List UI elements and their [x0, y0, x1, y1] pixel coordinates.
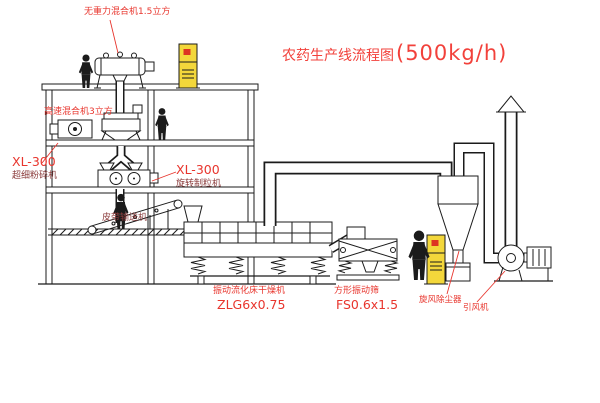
mixer2-body: [101, 118, 141, 132]
sieve-springs: [337, 260, 399, 274]
granulator-body: [97, 169, 151, 188]
mixer2-cone: [100, 130, 142, 141]
floor-slab-2: [45, 139, 255, 147]
cabinet-vents: [430, 261, 442, 271]
control-cabinet-right: [424, 234, 448, 285]
dryer-plenum: [183, 242, 333, 258]
leader-granulator: [151, 171, 177, 182]
person-silhouette: [155, 108, 169, 140]
label-dryer-name: 振动流化床干燥机: [213, 286, 286, 296]
label-mill-model: XL-300: [12, 154, 56, 169]
mixer2-motor: [132, 104, 143, 114]
fan-housing: [497, 244, 525, 272]
roof-slab: [41, 83, 259, 91]
belt-bottom: [93, 207, 180, 235]
leader-lines: [41, 19, 506, 303]
sieve-vibrator: [390, 247, 396, 253]
conveyor-legs: [149, 209, 169, 229]
control-cabinet-top: [176, 43, 200, 89]
label-gravity-mixer: 无重力混合机1.5立方: [84, 7, 171, 17]
sieve-discharge: [361, 260, 379, 273]
sieve-screens: [338, 240, 398, 260]
cyclone-dipleg: [452, 249, 464, 264]
pulley: [173, 199, 183, 209]
granulator-roller: [109, 172, 123, 185]
label-sieve-model: FS0.6x1.5: [336, 297, 399, 312]
indicator-red-button: [431, 240, 439, 246]
roller: [111, 221, 116, 226]
mixer-legs: [94, 74, 146, 89]
vibrating-sieve: [336, 226, 400, 281]
person-silhouette: [408, 230, 430, 280]
label-sieve-name: 方形振动筛: [334, 286, 380, 296]
mixer-port: [117, 51, 123, 58]
fluid-bed-dryer: [183, 205, 333, 285]
leader-fan: [476, 270, 506, 303]
pulverizer: [49, 119, 94, 141]
dust-collection-box: [445, 262, 471, 282]
mixer-discharge-cone: [112, 74, 128, 82]
person-silhouette: [78, 54, 94, 88]
indicator-red-button: [183, 49, 191, 55]
cyclone-barrel: [437, 175, 479, 205]
sieve-vibrator: [340, 247, 346, 253]
mixer2-legs: [101, 130, 141, 141]
diagram-title-capacity: (500kg/h): [396, 41, 508, 65]
zero-gravity-mixer: [94, 51, 155, 116]
belt-conveyor: [87, 199, 183, 235]
dryer-feed-hopper: [183, 205, 203, 223]
pulverizer-motor: [49, 123, 59, 135]
diagram-title-text: 农药生产线流程图: [282, 48, 394, 64]
high-speed-mixer: [100, 104, 143, 141]
label-cyclone: 旋风除尘器: [419, 295, 462, 305]
belt-top: [90, 199, 177, 227]
mixer-body: [94, 57, 146, 76]
label-belt-conveyor: 皮带输送机: [102, 213, 148, 223]
diagram-title: 农药生产线流程图(500kg/h): [282, 42, 507, 64]
building-structure: [38, 83, 336, 285]
granulator-roller: [127, 172, 141, 185]
dryer-springs: [190, 256, 327, 275]
label-dryer-model: ZLG6x0.75: [217, 297, 286, 312]
fan-hub: [506, 253, 516, 263]
label-fan: 引风机: [463, 303, 489, 313]
fan-legs: [498, 266, 549, 282]
stack-rain-cap: [496, 95, 526, 113]
label-granulator-name: 旋转制粒机: [176, 179, 222, 189]
roller: [133, 215, 137, 219]
mixer-motor: [144, 61, 155, 72]
induced-draft-fan: [494, 244, 553, 282]
pulverizer-rotor: [68, 122, 82, 136]
leader-gravity-mixer: [109, 19, 119, 54]
cyclone-separator: [437, 175, 479, 282]
roller: [154, 208, 159, 213]
granulator-motor: [149, 172, 159, 184]
leader-cyclone: [446, 250, 460, 295]
leader-mill: [41, 142, 59, 164]
dryer-exhaust-duct: [263, 161, 453, 226]
sieve-base: [336, 274, 400, 281]
label-high-speed-mixer: 高速混合机3立方: [44, 107, 113, 117]
floor-slab-3: [45, 186, 255, 194]
ground-hatch: [51, 228, 187, 236]
mixer-port: [103, 52, 109, 59]
dryer-flanges: [201, 222, 311, 243]
cabinet-vents: [182, 69, 194, 79]
label-granulator-model: XL-300: [176, 162, 220, 177]
exhaust-stack: [496, 95, 526, 251]
motor-fins: [532, 249, 546, 266]
label-mill-name: 超细粉碎机: [12, 171, 58, 181]
sieve-inlet: [346, 226, 366, 240]
mixer-port: [131, 52, 137, 59]
pulley: [87, 225, 97, 235]
